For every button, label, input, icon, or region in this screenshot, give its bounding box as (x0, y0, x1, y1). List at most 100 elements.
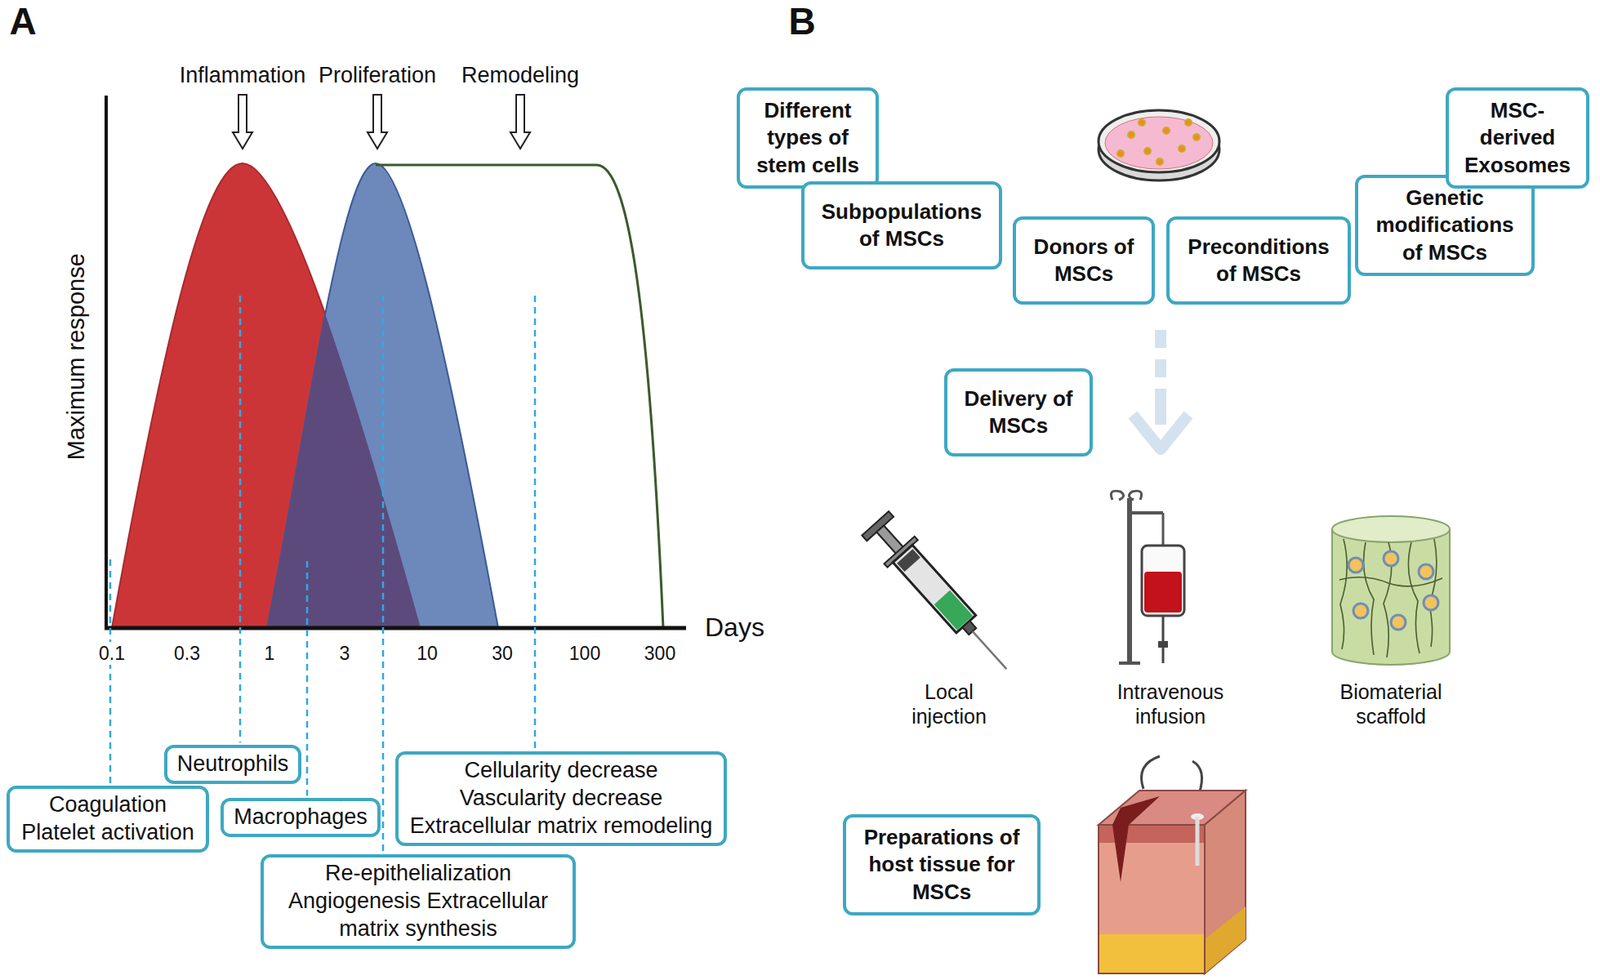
topic-box: Preconditions of MSCs (1166, 216, 1351, 305)
biomaterial-scaffold (1363, 542, 1374, 656)
biomaterial-scaffold (1408, 542, 1420, 654)
biomaterial-scaffold (1332, 516, 1450, 665)
dashed-arrow (1154, 359, 1167, 378)
box-text: Different types of stem cells (754, 97, 861, 179)
petri-dish (1098, 110, 1220, 181)
skin-illustration (1195, 816, 1200, 866)
topic-box: Preparations of host tissue for MSCs (842, 814, 1041, 916)
callout-box: Re-epithelialization Angiogenesis Extrac… (260, 854, 576, 949)
biomaterial-scaffold (1340, 539, 1347, 650)
topic-box: Genetic modifications of MSCs (1354, 174, 1536, 277)
tick-label: 30 (489, 641, 516, 665)
cultured-cells (1127, 131, 1135, 139)
seeded-cells (1353, 603, 1369, 619)
iv-infusion (1118, 661, 1141, 665)
text-label: Inflammation (177, 62, 309, 90)
biomaterial-scaffold (1339, 539, 1443, 658)
panel-letter: B (785, 0, 818, 45)
cultured-cells (1193, 133, 1200, 141)
biomaterial-scaffold (1332, 516, 1450, 543)
cultured-cells (1117, 150, 1124, 157)
text-label: Proliferation (316, 62, 439, 90)
dashed-arrow (1154, 329, 1167, 348)
phase-arrow (367, 94, 388, 149)
syringe (896, 548, 921, 572)
box-text: Coagulation Platelet activation (19, 791, 197, 847)
skin-illustration (1098, 934, 1205, 974)
text-label: Intravenous infusion (1105, 679, 1237, 730)
text-label: Maximum response (62, 250, 91, 463)
seeded-cells (1390, 615, 1406, 630)
tick-label: 100 (566, 641, 603, 665)
leader-line (382, 295, 385, 852)
leader-line (306, 561, 309, 796)
cultured-cells (1117, 119, 1200, 165)
cultured-cells (1144, 147, 1151, 155)
wound (1112, 796, 1160, 883)
leader-line (239, 295, 242, 743)
biomaterial-scaffold (1332, 529, 1450, 665)
cultured-cells (1163, 127, 1170, 134)
callout-box: Coagulation Platelet activation (6, 785, 210, 853)
y-axis (104, 95, 108, 630)
skin-illustration (1098, 824, 1205, 974)
leader-line (534, 295, 537, 749)
box-text: Preconditions of MSCs (1184, 233, 1333, 289)
topic-box: Subpopulations of MSCs (801, 181, 1003, 270)
box-text: Genetic modifications of MSCs (1372, 184, 1518, 267)
seeded-cells (1423, 595, 1439, 611)
iv-infusion (1127, 498, 1133, 664)
topic-box: Donors of MSCs (1012, 216, 1155, 305)
seeded-cells (1383, 551, 1399, 567)
dashed-arrow (1132, 329, 1189, 450)
leader-line (109, 559, 112, 784)
tick-label: 0.1 (96, 641, 128, 665)
skin-illustration (1141, 756, 1161, 789)
text-label: Local injection (895, 679, 1003, 730)
tick-label: 300 (641, 641, 678, 665)
box-text: Subpopulations of MSCs (819, 198, 985, 254)
cultured-cells (1156, 158, 1164, 165)
callout-box: Macrophages (220, 797, 381, 838)
biomaterial-scaffold (1429, 539, 1437, 647)
seeded-cells (1348, 551, 1439, 630)
iv-infusion (1162, 512, 1165, 546)
cultured-cells (1138, 119, 1146, 126)
box-text: MSC-derived Exosomes (1463, 97, 1573, 179)
cultured-cells (1185, 119, 1192, 126)
callout-box: Cellularity decrease Vascularity decreas… (395, 751, 727, 846)
box-text: Re-epithelialization Angiogenesis Extrac… (273, 860, 563, 943)
box-text: Macrophages (233, 803, 368, 832)
phase-arrow (510, 94, 531, 149)
x-axis (104, 626, 687, 631)
box-text: Neutrophils (177, 750, 290, 779)
syringe (892, 544, 976, 633)
dashed-arrow (1154, 388, 1167, 425)
box-text: Delivery of MSCs (962, 385, 1075, 441)
wound-healing-chart (104, 94, 687, 630)
topic-box: Different types of stem cells (736, 87, 879, 189)
text-label: Days (702, 611, 767, 644)
iv-infusion (1162, 615, 1165, 664)
syringe (972, 631, 1007, 669)
remodeling-curve (375, 164, 664, 629)
seeded-cells (1418, 564, 1434, 580)
iv-infusion (1144, 571, 1182, 613)
box-text: Cellularity decrease Vascularity decreas… (408, 757, 714, 840)
phase-arrow (232, 94, 253, 149)
tick-label: 3 (337, 641, 353, 665)
iv-infusion (1141, 545, 1185, 616)
iv-infusion (1110, 490, 1141, 500)
skin-illustration (1204, 906, 1246, 974)
seeded-cells (1348, 557, 1364, 573)
skin-illustration (1098, 842, 1205, 935)
iv-infusion (1158, 641, 1168, 648)
petri-dish (1098, 110, 1220, 173)
box-text: Preparations of host tissue for MSCs (860, 824, 1023, 906)
dashed-arrow (1132, 414, 1189, 450)
callout-box: Neutrophils (164, 744, 303, 785)
tick-label: 1 (262, 641, 278, 665)
iv-infusion (1129, 511, 1164, 515)
petri-dish (1105, 116, 1213, 170)
